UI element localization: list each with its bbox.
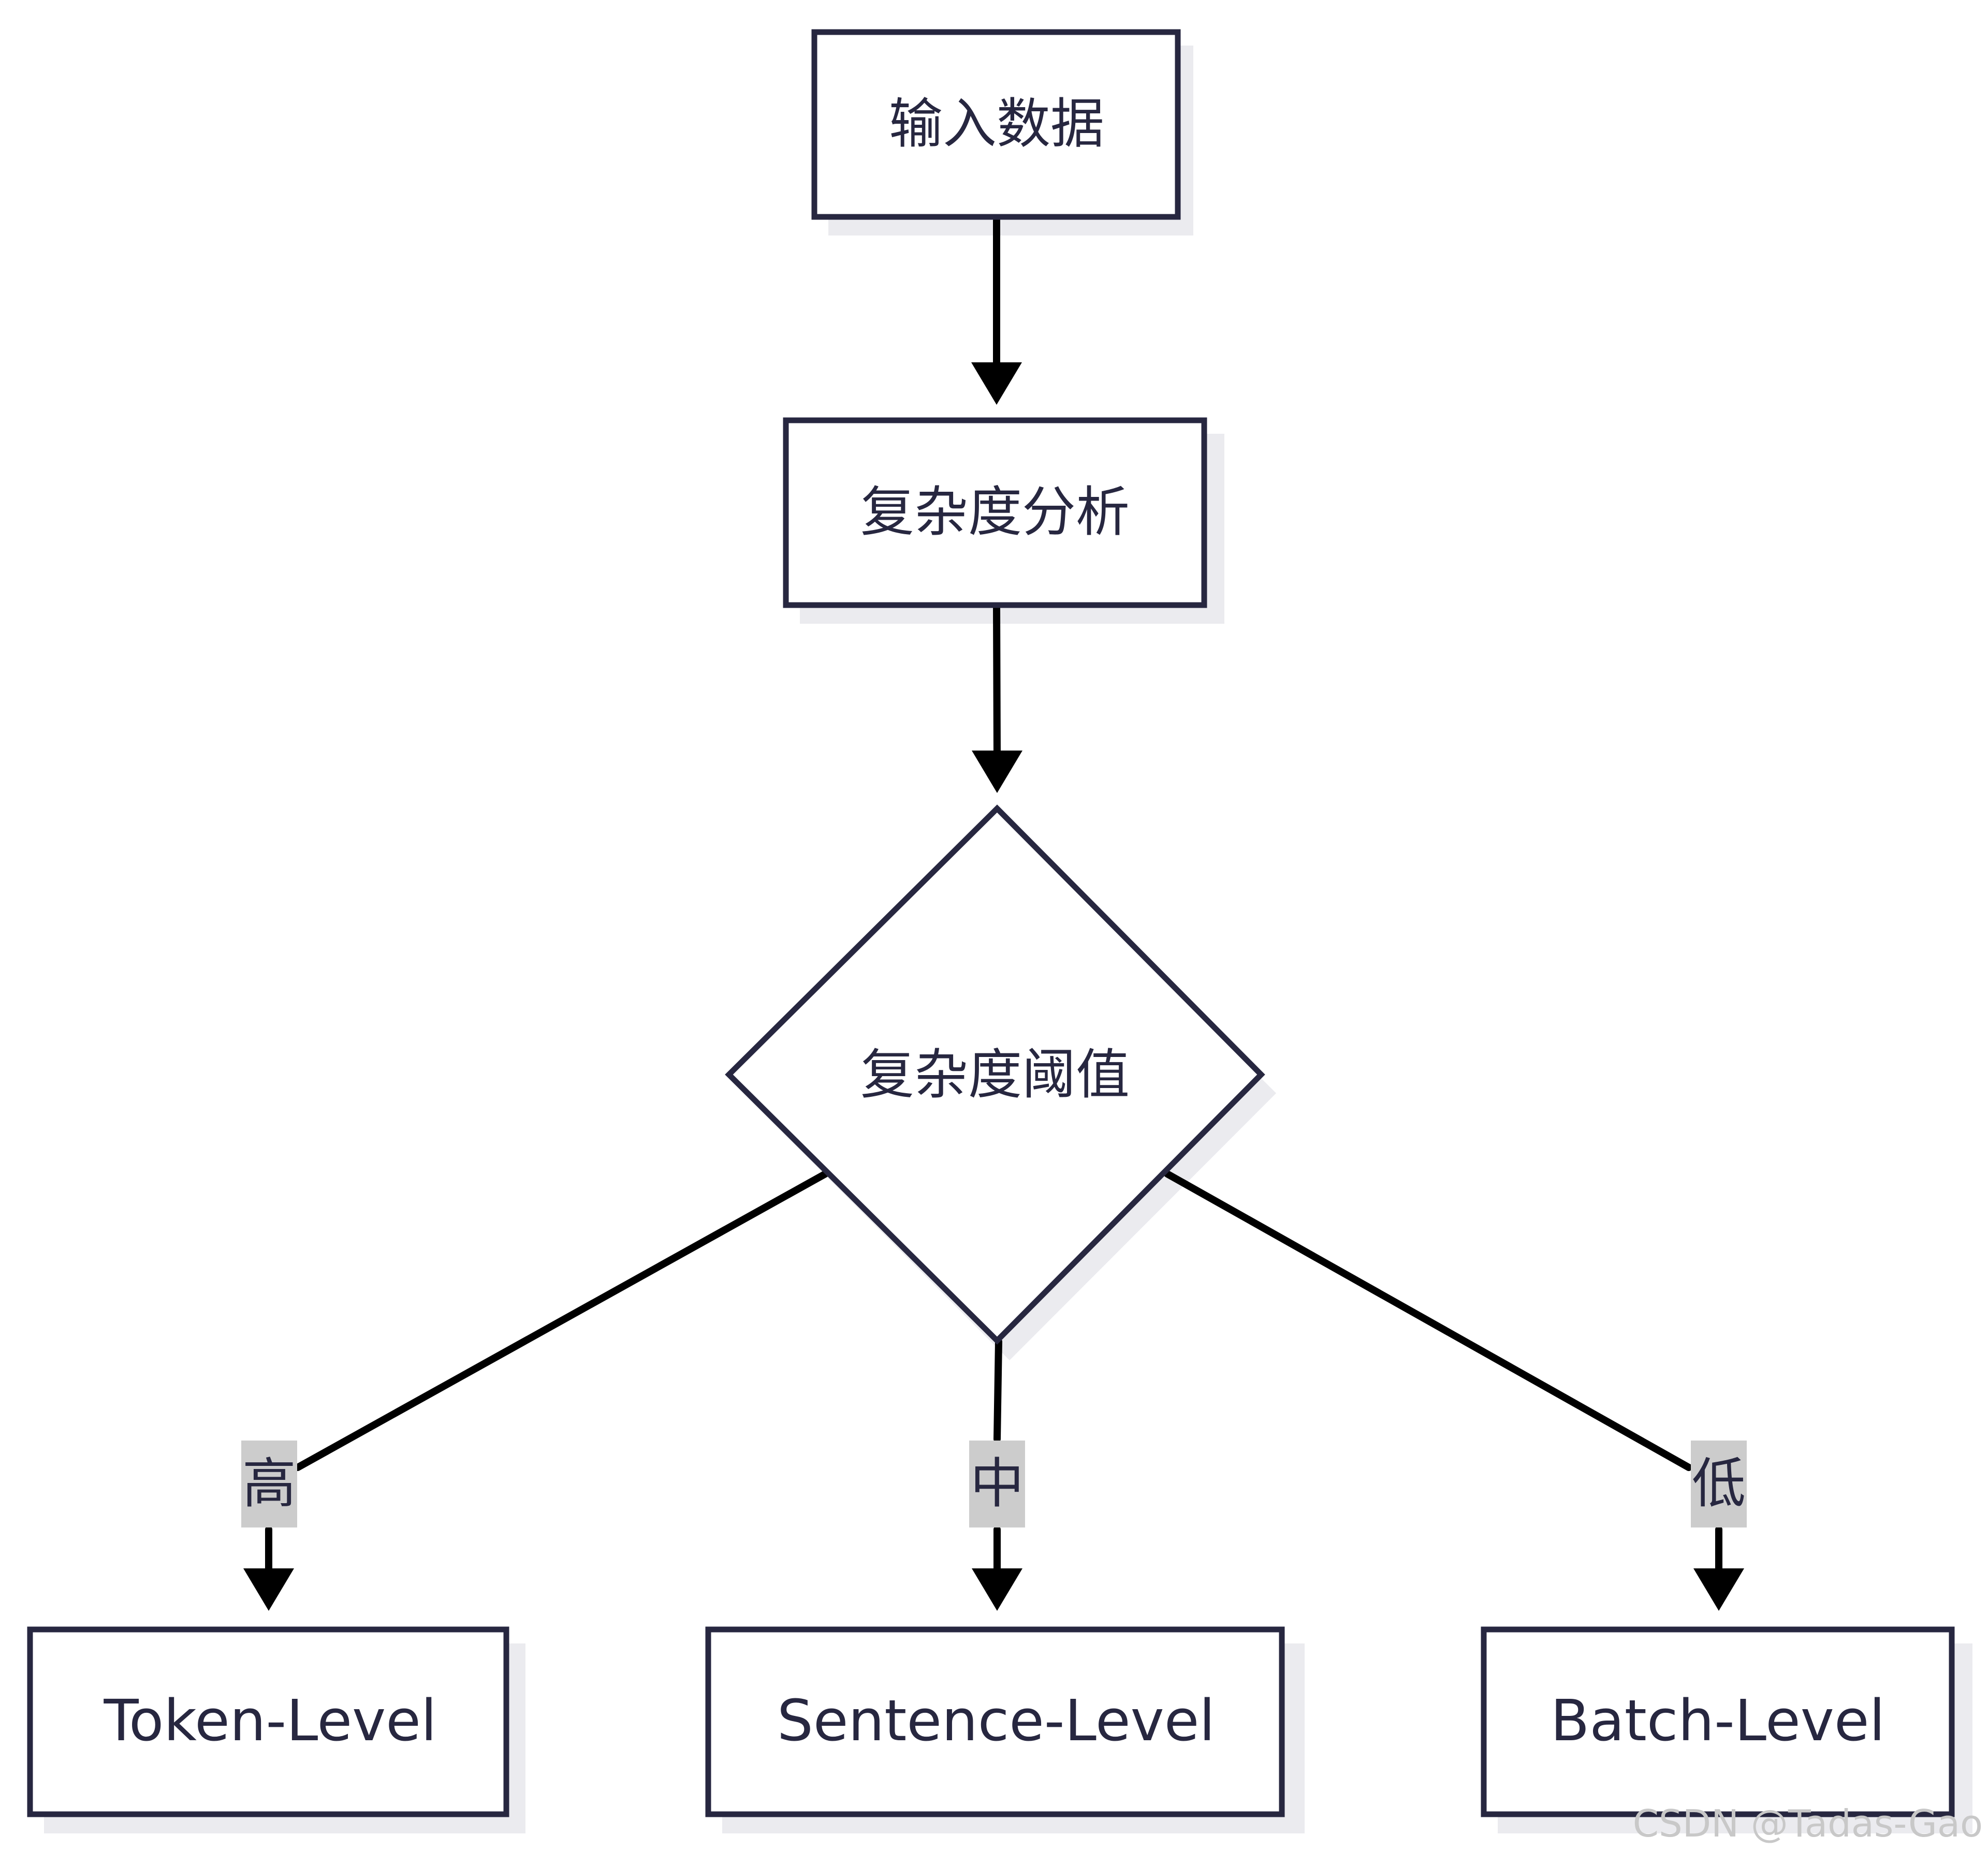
arrowhead-threshold — [972, 751, 1022, 793]
arrowhead-analysis — [971, 362, 1022, 405]
node-complexity-analysis-label: 复杂度分析 — [860, 480, 1130, 543]
node-input-label: 输入数据 — [889, 92, 1104, 155]
edges — [265, 216, 1722, 1577]
arrowhead-batch — [1693, 1568, 1744, 1611]
node-sentence-level-label: Sentence-Level — [777, 1687, 1215, 1754]
edge-label-backgrounds — [241, 1441, 1747, 1527]
edge-threshold-to-token — [294, 1170, 829, 1471]
arrowhead-token — [243, 1568, 294, 1611]
node-labels: 输入数据 复杂度分析 复杂度阈值 Token-Level Sentence-Le… — [103, 92, 1885, 1754]
arrowheads — [243, 362, 1744, 1611]
edge-label-high: 高 — [242, 1452, 296, 1515]
node-batch-level-label: Batch-Level — [1551, 1687, 1885, 1754]
node-token-level[interactable] — [27, 1626, 509, 1817]
node-complexity-threshold-label: 复杂度阈值 — [860, 1043, 1130, 1106]
node-batch-level[interactable] — [1481, 1626, 1955, 1817]
node-input[interactable] — [811, 29, 1181, 220]
node-complexity-threshold[interactable] — [725, 804, 1265, 1345]
edge-label-medium: 中 — [970, 1452, 1024, 1515]
edge-threshold-to-sentence — [993, 1338, 1002, 1443]
node-complexity-analysis[interactable] — [783, 417, 1207, 608]
edge-labels: 高 中 低 — [242, 1452, 1746, 1515]
node-token-level-label: Token-Level — [103, 1687, 436, 1754]
watermark: CSDN @Tadas-Gao — [1633, 1802, 1983, 1845]
edge-threshold-to-batch — [1164, 1170, 1692, 1471]
node-sentence-level[interactable] — [705, 1626, 1285, 1817]
arrowhead-sentence — [972, 1568, 1022, 1611]
nodes — [27, 29, 1955, 1817]
edge-label-low: 低 — [1692, 1452, 1746, 1515]
